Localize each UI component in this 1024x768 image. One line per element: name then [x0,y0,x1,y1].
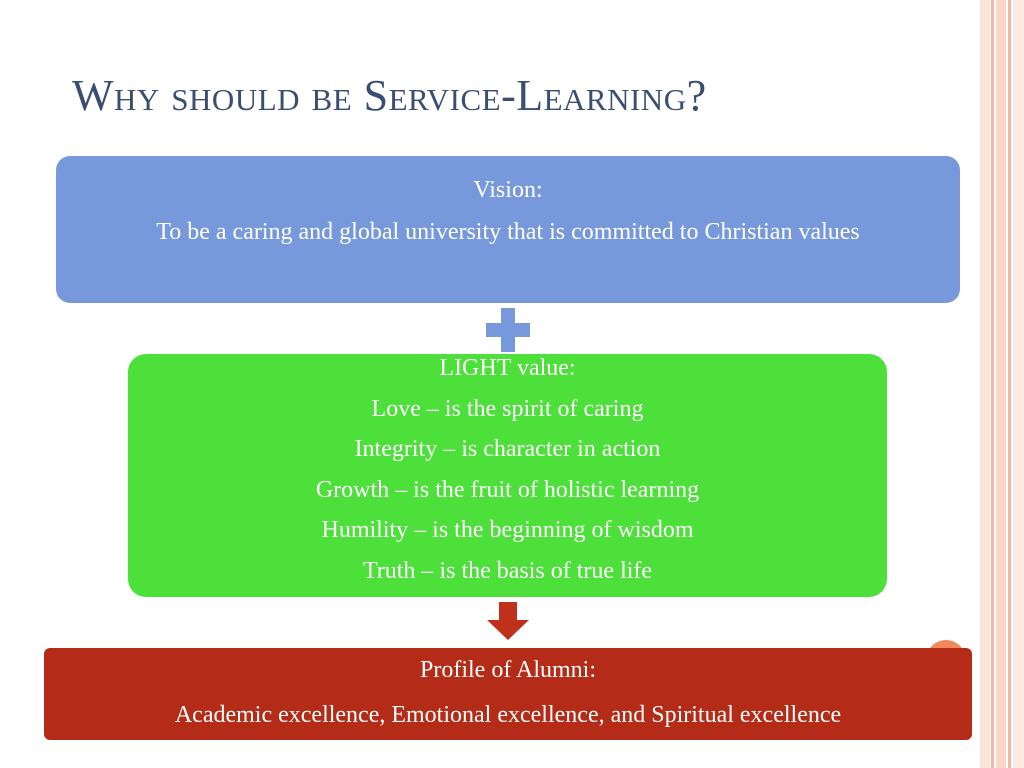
arrow-down-icon [487,602,529,640]
decorative-stripe [980,0,990,768]
alumni-text: Academic excellence, Emotional excellenc… [174,702,842,728]
decorative-stripe [991,0,994,768]
light-value-box[interactable]: LIGHT value: Love – is the spirit of car… [128,354,887,597]
alumni-profile-box[interactable]: Profile of Alumni: Academic excellence, … [44,648,972,740]
light-item-growth: Growth – is the fruit of holistic learni… [315,476,700,503]
decorative-stripe [996,0,1006,768]
light-item-integrity: Integrity – is character in action [354,436,661,462]
decorative-stripe [1008,0,1011,768]
vision-box[interactable]: Vision: To be a caring and global univer… [56,156,960,303]
vision-heading: Vision: [473,177,543,203]
alumni-heading: Profile of Alumni: [420,657,596,683]
vision-text: To be a caring and global university tha… [156,219,860,245]
decorative-stripe [1013,0,1024,768]
light-heading: LIGHT value: [439,355,576,381]
light-item-love: Love – is the spirit of caring [371,395,644,422]
light-item-truth: Truth – is the basis of true life [362,557,653,584]
plus-icon [486,308,530,352]
light-item-humility: Humility – is the beginning of wisdom [321,517,694,543]
slide-title[interactable]: Why should be Service-Learning? [72,71,707,120]
